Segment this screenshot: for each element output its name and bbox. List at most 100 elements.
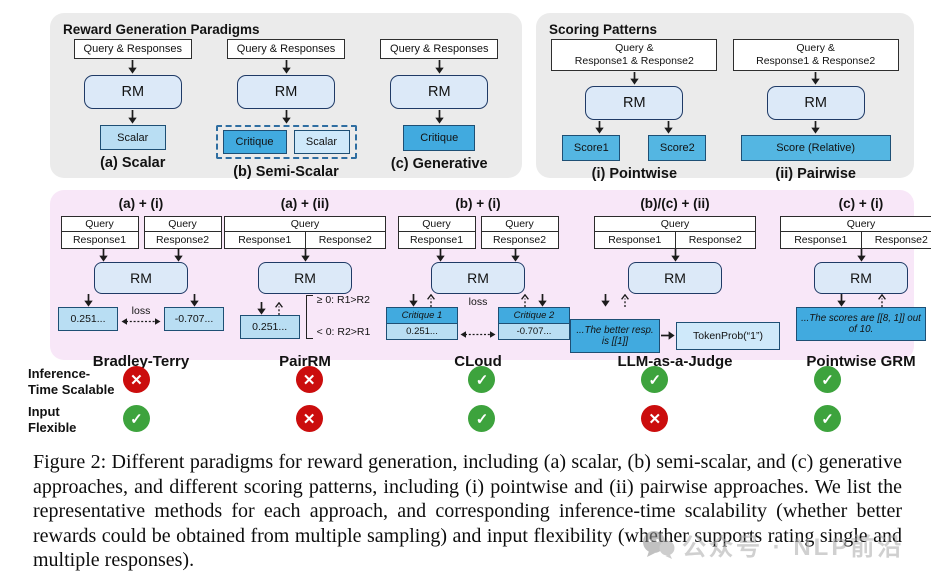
query-cell: Query bbox=[398, 217, 475, 232]
method-combo: (b) + (i) bbox=[455, 196, 501, 211]
arrow-down-icon bbox=[836, 294, 846, 307]
paradigm-column-semi-scalar: Query & Responses RM Critique Scalar (b)… bbox=[215, 39, 357, 180]
output-critique1: Critique 1 bbox=[386, 307, 458, 324]
response1-cell: Response1 bbox=[238, 234, 292, 246]
input-box: Query & Responses bbox=[380, 39, 499, 59]
arrow-down-icon bbox=[435, 110, 444, 124]
output-score2: -0.707... bbox=[164, 307, 224, 331]
output-score1: 0.251... bbox=[58, 307, 118, 331]
output-scalar: Scalar bbox=[99, 125, 166, 150]
input-group: Query Response1 Response2 bbox=[594, 216, 756, 249]
scoring-column-pairwise: Query & Response1 & Response2 RM Score (… bbox=[732, 39, 899, 182]
check-icon: ✓ bbox=[468, 366, 496, 393]
dotted-arrow-up-icon bbox=[274, 302, 283, 315]
arrow-down-icon bbox=[300, 249, 310, 262]
scoring-column-pointwise: Query & Response1 & Response2 RM Score1 … bbox=[551, 39, 718, 182]
response1-cell: Response1 bbox=[72, 234, 127, 246]
input-box: Query & Responses bbox=[226, 39, 346, 59]
rm-box: RM bbox=[258, 262, 352, 294]
arrow-down-icon bbox=[281, 110, 291, 124]
method-name: LLM-as-a-Judge bbox=[617, 353, 733, 370]
query-cell: Query bbox=[595, 217, 755, 232]
dashed-double-arrow-icon bbox=[121, 318, 161, 325]
output-critique: Critique bbox=[222, 130, 287, 154]
paradigm-column-generative: Query & Responses RM Critique (c) Genera… bbox=[380, 39, 499, 172]
output-judgement: ...The better resp. is [[1]] bbox=[570, 319, 660, 353]
output-scalar: Scalar bbox=[293, 130, 350, 154]
output-score1: Score1 bbox=[562, 135, 621, 161]
paradigm-column-scalar: Query & Responses RM Scalar (a) Scalar bbox=[73, 39, 192, 171]
output-score2: -0.707... bbox=[498, 322, 570, 340]
scoring-caption: (ii) Pairwise bbox=[775, 166, 856, 182]
arrow-down-icon bbox=[436, 249, 445, 262]
reward-generation-panel: Reward Generation Paradigms Query & Resp… bbox=[50, 13, 522, 180]
arrow-down-icon bbox=[670, 249, 680, 262]
method-name: Bradley-Terry bbox=[92, 353, 190, 370]
semi-scalar-output-group: Critique Scalar bbox=[215, 125, 357, 159]
paradigm-caption: (c) Generative bbox=[390, 156, 488, 172]
rm-box: RM bbox=[585, 86, 684, 120]
loss-label: loss bbox=[468, 296, 488, 308]
response2-cell: Response2 bbox=[860, 232, 931, 248]
cross-icon: ✕ bbox=[295, 405, 323, 432]
dotted-arrow-up-icon bbox=[877, 294, 886, 307]
figure-caption: Figure 2: Different paradigms for reward… bbox=[33, 451, 902, 571]
dotted-arrow-up-icon bbox=[621, 294, 629, 307]
scoring-patterns-panel: Scoring Patterns Query & Response1 & Res… bbox=[536, 13, 914, 182]
response2-cell: Response2 bbox=[674, 232, 756, 248]
method-name: Pointwise GRM bbox=[806, 353, 916, 370]
arrow-down-icon bbox=[256, 302, 266, 315]
check-icon: ✓ bbox=[814, 366, 842, 393]
rm-box: RM bbox=[83, 75, 182, 109]
paradigm-caption: (b) Semi-Scalar bbox=[233, 164, 339, 180]
rm-box: RM bbox=[766, 86, 865, 120]
query-cell: Query bbox=[144, 217, 221, 232]
query-cell: Query bbox=[225, 217, 385, 232]
response1-cell: Response1 bbox=[608, 234, 662, 246]
check-icon: ✓ bbox=[468, 405, 496, 432]
arrow-down-icon bbox=[595, 121, 605, 134]
response2-cell: Response2 bbox=[492, 234, 547, 246]
arrow-down-icon bbox=[664, 121, 674, 134]
method-combo: (a) + (i) bbox=[118, 196, 164, 211]
rm-box: RM bbox=[94, 262, 188, 294]
bracket bbox=[305, 295, 313, 339]
cross-icon: ✕ bbox=[122, 366, 150, 393]
arrow-down-icon bbox=[856, 249, 866, 262]
arrow-down-icon bbox=[174, 249, 183, 262]
method-name: CLoud bbox=[454, 353, 502, 370]
output-critique2: Critique 2 bbox=[498, 307, 570, 324]
query-cell: Query bbox=[481, 217, 558, 232]
output-critique: Critique bbox=[403, 125, 476, 151]
response2-cell: Response2 bbox=[155, 234, 210, 246]
output-token-prob: TokenProb(“1”) bbox=[676, 322, 780, 350]
rm-box: RM bbox=[390, 75, 489, 109]
query-cell: Query bbox=[781, 217, 931, 232]
output-score1: 0.251... bbox=[386, 322, 458, 340]
input-box: Query & Responses bbox=[73, 39, 192, 59]
row-label-inference-time-scalable: Inference- Time Scalable bbox=[28, 366, 115, 397]
input-box: Query & Response1 & Response2 bbox=[732, 39, 899, 71]
arrow-down-icon bbox=[435, 60, 444, 74]
arrow-down-icon bbox=[511, 249, 520, 262]
input-box: Query & Response1 & Response2 bbox=[551, 39, 718, 71]
loss-label: loss bbox=[131, 305, 151, 317]
condition-negative: < 0: R2>R1 bbox=[316, 326, 371, 338]
arrow-down-icon bbox=[601, 294, 610, 307]
paradigm-caption: (a) Scalar bbox=[100, 155, 166, 171]
output-scores-text: ...The scores are [[8, 1]] out of 10. bbox=[796, 307, 926, 341]
arrow-down-icon bbox=[189, 294, 199, 307]
query-cell: Query bbox=[61, 217, 138, 232]
dotted-arrow-up-icon bbox=[521, 294, 529, 307]
condition-positive: ≥ 0: R1>R2 bbox=[316, 294, 370, 306]
method-combo: (c) + (i) bbox=[838, 196, 884, 211]
arrow-down-icon bbox=[811, 121, 820, 134]
arrow-down-icon bbox=[128, 60, 137, 74]
response1-cell: Response1 bbox=[409, 234, 464, 246]
arrow-down-icon bbox=[99, 249, 108, 262]
